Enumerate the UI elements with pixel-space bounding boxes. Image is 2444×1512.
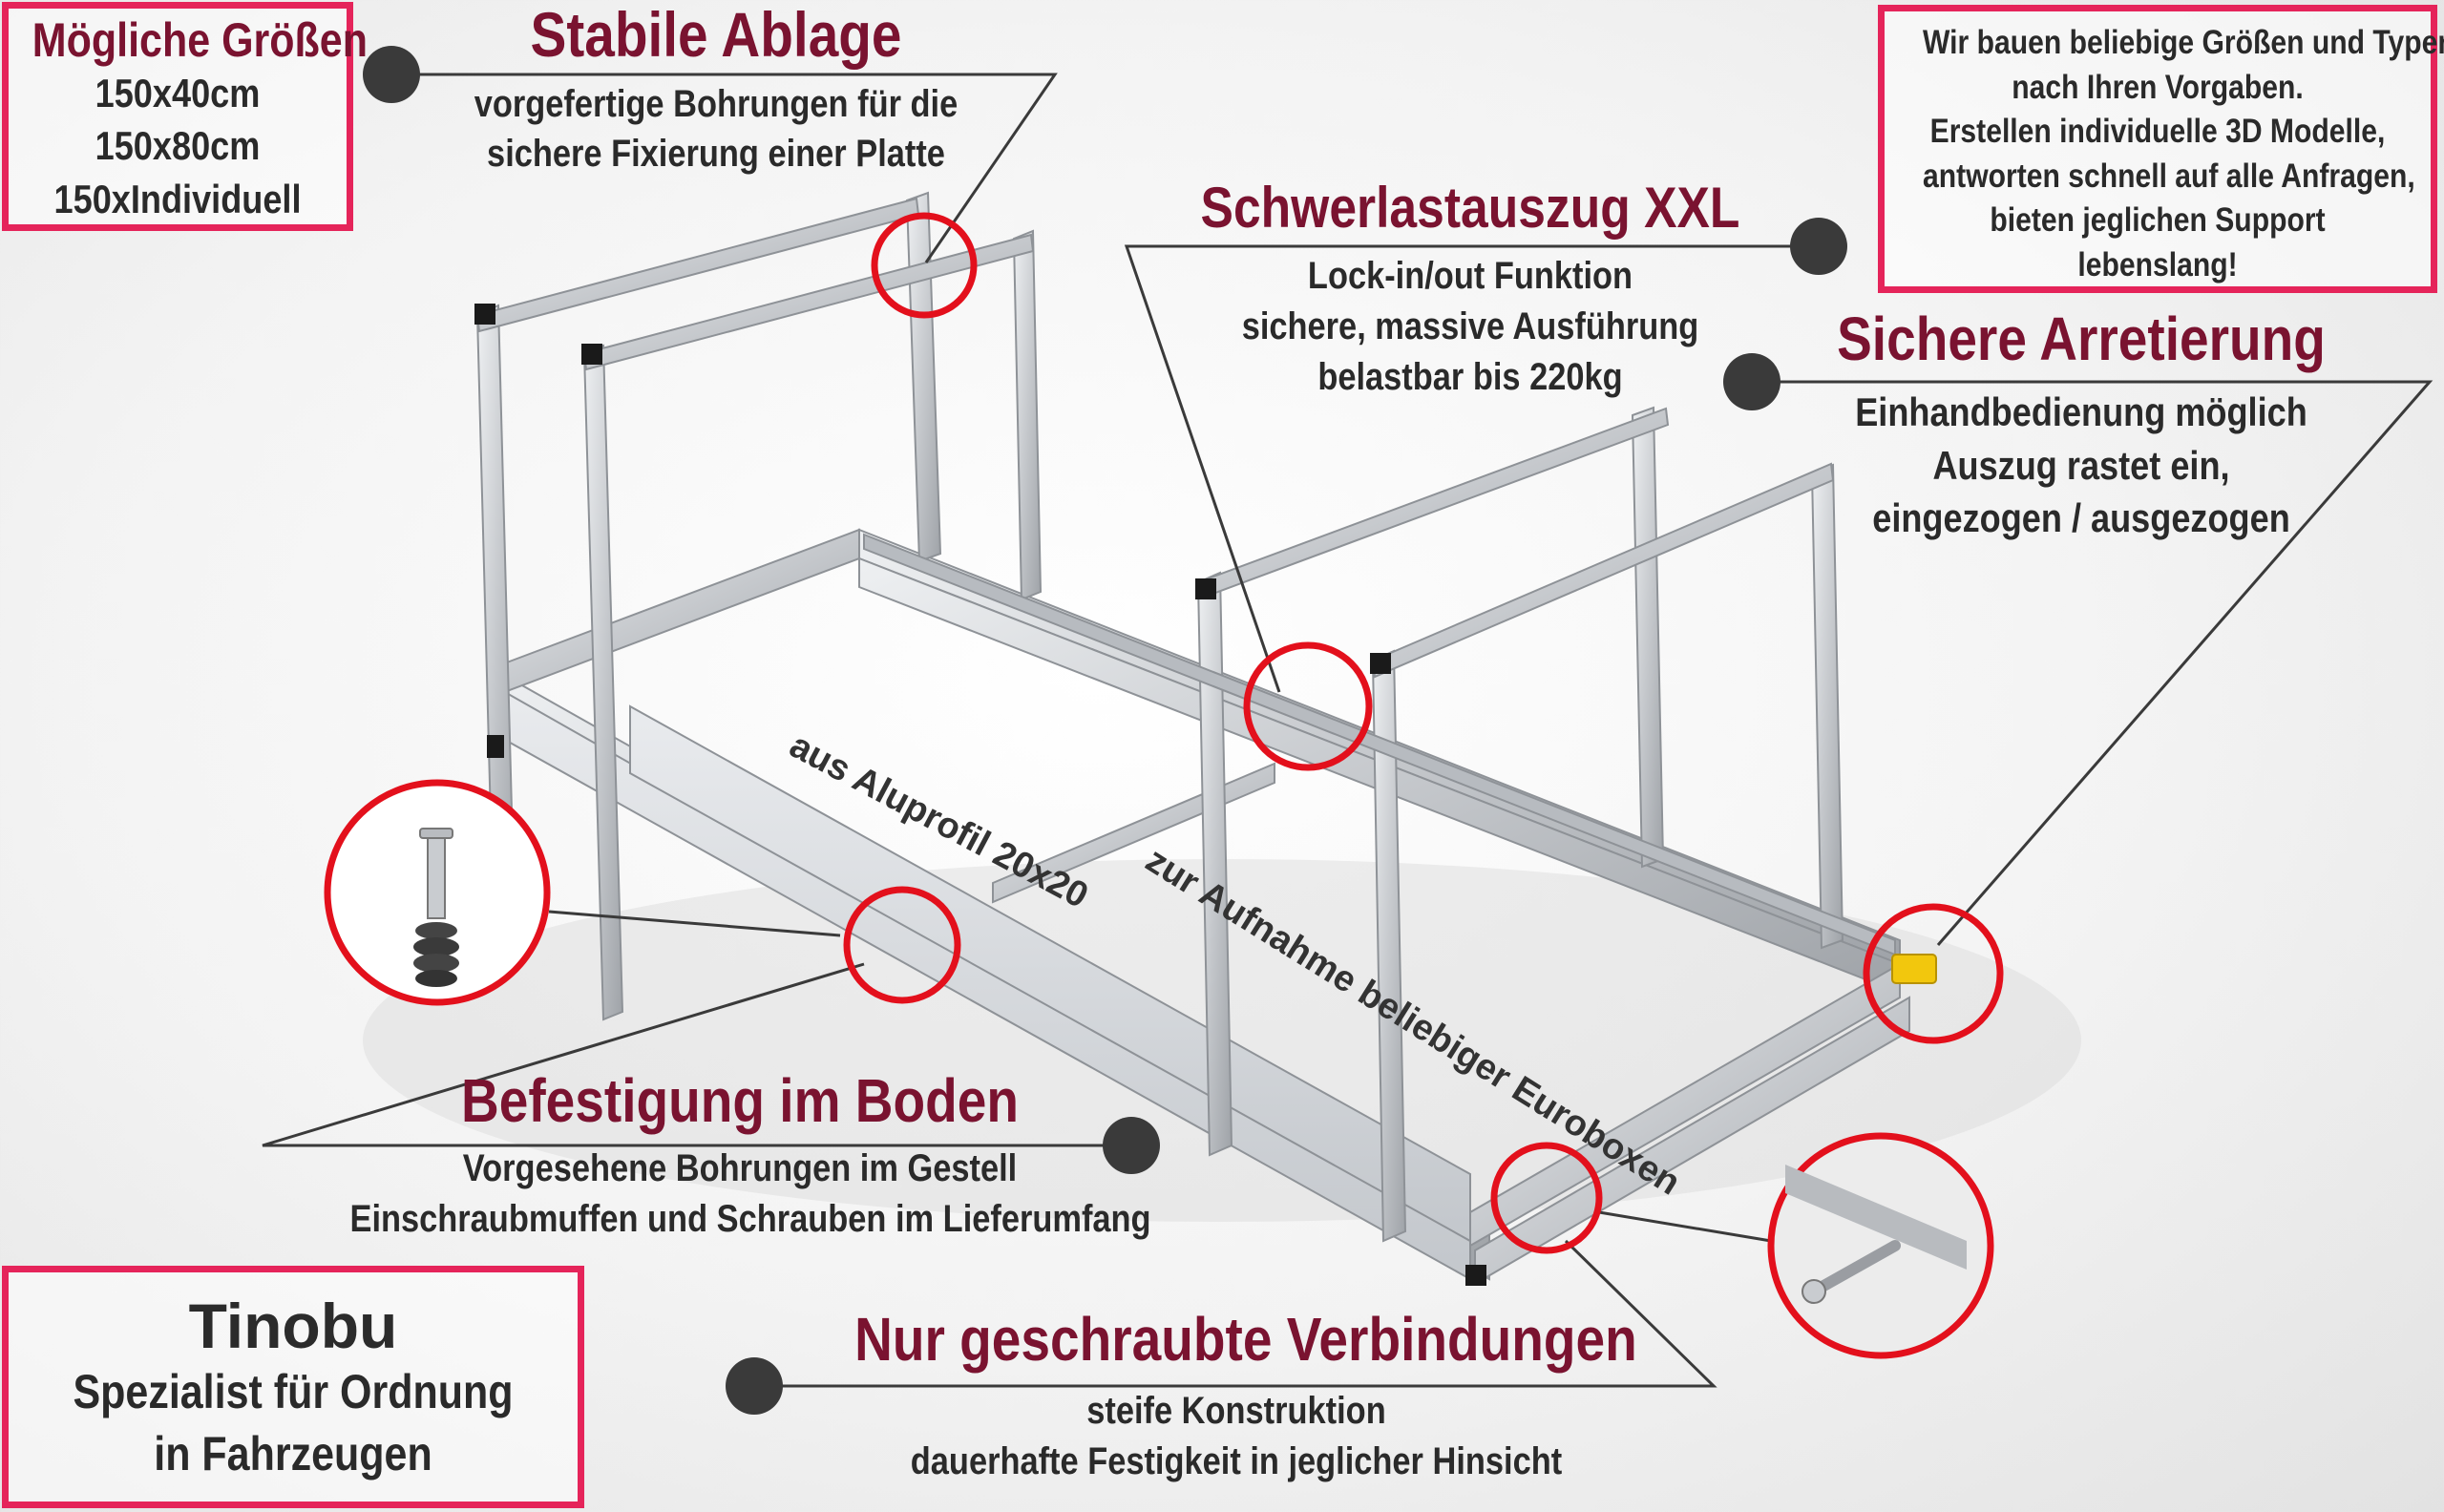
arretierung-line-1: Einhandbedienung möglich [1855,389,2307,435]
custom-line-6: lebenslang! [2077,245,2238,284]
stabile-ablage-title: Stabile Ablage [530,0,902,70]
tinobu-title: Tinobu [188,1291,398,1361]
verbindungen-title: Nur geschraubte Verbindungen [854,1305,1637,1374]
stabile-ablage-line-2: sichere Fixierung einer Platte [487,133,945,176]
custom-line-2: nach Ihren Vorgaben. [2012,68,2304,106]
befestigung-line-2: Einschraubmuffen und Schrauben im Liefer… [349,1198,1151,1241]
arretierung-line-2: Auszug rastet ein, [1932,442,2230,488]
befestigung-group: Befestigung im Boden Vorgesehene Bohrung… [286,1067,1193,1245]
custom-line-1: Wir bauen beliebige Größen und Typen [1923,24,2444,61]
befestigung-line-1: Vorgesehene Bohrungen im Gestell [462,1147,1018,1190]
verbindungen-group: Nur geschraubte Verbindungen steife Kons… [792,1306,1680,1487]
sizes-line-3: 150xIndividuell [53,176,302,221]
arretierung-line-3: eingezogen / ausgezogen [1872,495,2290,541]
arretierung-group: Sichere Arretierung Einhandbedienung mög… [1795,305,2368,545]
end-caps [474,304,1486,1286]
sizes-line-1: 150x40cm [95,71,261,116]
custom-line-3: Erstellen individuelle 3D Modelle, [1929,113,2386,151]
verbindungen-line-2: dauerhafte Festigkeit in jeglicher Hinsi… [910,1440,1563,1483]
schwerlast-title: Schwerlastauszug XXL [1200,176,1740,240]
schwerlast-line-1: Lock-in/out Funktion [1307,255,1633,297]
custom-line-4: antworten schnell auf alle Anfragen, [1923,157,2415,195]
screw-detail [324,779,551,1006]
schwerlast-line-3: belastbar bis 220kg [1317,355,1623,398]
bolt-detail [1767,1132,1994,1359]
befestigung-title: Befestigung im Boden [460,1066,1020,1135]
aluminium-frame [475,191,1910,1286]
tinobu-line-2: in Fahrzeugen [154,1426,432,1480]
callout-circles [843,212,2004,1254]
arretierung-title: Sichere Arretierung [1837,304,2326,373]
sizes-title: Mögliche Größen [32,13,368,67]
tinobu-line-1: Spezialist für Ordnung [73,1364,514,1418]
stabile-ablage-line-1: vorgefertige Bohrungen für die [474,82,959,125]
stabile-ablage-group: Stabile Ablage vorgefertige Bohrungen fü… [401,0,1031,179]
leader-lines [262,73,2433,1388]
schwerlast-group: Schwerlastauszug XXL Lock-in/out Funktio… [1136,177,1804,402]
lock-handle [1891,954,1937,984]
leader-dots [363,46,1847,1415]
sizes-box: Mögliche Größen 150x40cm 150x80cm 150xIn… [2,2,368,231]
custom-build-box: Wir bauen beliebige Größen und Typen nac… [1878,5,2444,293]
tinobu-box: Tinobu Spezialist für Ordnung in Fahrzeu… [2,1266,584,1508]
custom-line-5: bieten jeglichen Support [1990,201,2326,240]
verbindungen-line-1: steife Konstruktion [1086,1390,1386,1433]
sizes-line-2: 150x80cm [95,123,261,169]
schwerlast-line-2: sichere, massive Ausführung [1241,304,1699,347]
